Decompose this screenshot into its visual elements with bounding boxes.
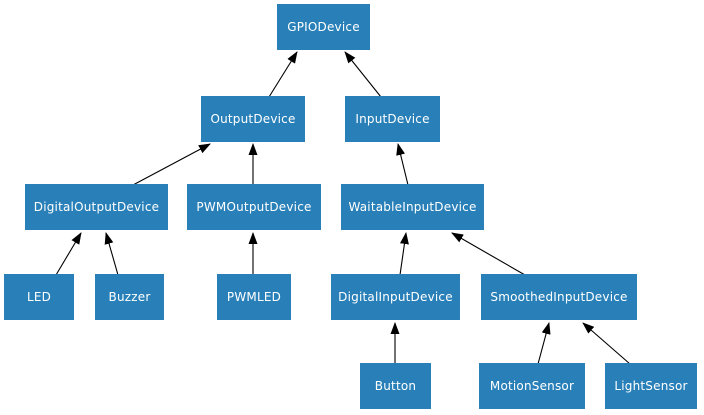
node-outputdevice-label: OutputDevice — [210, 111, 296, 126]
node-led[interactable]: LED — [4, 274, 74, 320]
node-gpiodevice[interactable]: GPIODevice — [277, 4, 370, 50]
node-outputdevice[interactable]: OutputDevice — [201, 96, 305, 142]
edge-motionsensor-smoothedinputdevice — [537, 322, 551, 365]
edge-buzzer-digitaloutputdevice — [104, 232, 119, 276]
node-gpiodevice-label: GPIODevice — [287, 19, 360, 34]
edge-lightsensor-smoothedinputdevice — [582, 322, 631, 365]
edge-smoothedinputdevice-waitableinputdevice — [451, 232, 526, 276]
node-buzzer[interactable]: Buzzer — [95, 274, 164, 320]
edge-waitableinputdevice-inputdevice — [396, 143, 409, 186]
node-inputdevice[interactable]: InputDevice — [345, 96, 440, 142]
node-digitalinputdevice[interactable]: DigitalInputDevice — [331, 274, 460, 320]
node-button-label: Button — [374, 378, 417, 393]
node-lightsensor-label: LightSensor — [614, 378, 688, 393]
node-motionsensor-label: MotionSensor — [489, 378, 575, 393]
node-pwmoutputdevice-label: PWMOutputDevice — [196, 199, 312, 214]
edge-led-digitaloutputdevice — [55, 232, 82, 276]
node-inputdevice-label: InputDevice — [355, 111, 430, 126]
node-waitableinputdevice-label: WaitableInputDevice — [348, 199, 477, 214]
node-waitableinputdevice[interactable]: WaitableInputDevice — [341, 184, 484, 230]
node-digitaloutputdevice-label: DigitalOutputDevice — [33, 199, 160, 214]
node-button[interactable]: Button — [360, 363, 431, 409]
edge-digitaloutputdevice-outputdevice — [132, 143, 211, 186]
node-smoothedinputdevice[interactable]: SmoothedInputDevice — [481, 274, 637, 320]
edge-inputdevice-gpiodevice — [344, 51, 382, 98]
node-lightsensor[interactable]: LightSensor — [605, 363, 697, 409]
node-pwmled-label: PWMLED — [226, 289, 282, 304]
node-pwmled[interactable]: PWMLED — [217, 274, 291, 320]
node-motionsensor[interactable]: MotionSensor — [479, 363, 585, 409]
edge-digitalinputdevice-waitableinputdevice — [399, 232, 409, 276]
node-smoothedinputdevice-label: SmoothedInputDevice — [490, 289, 628, 304]
node-buzzer-label: Buzzer — [108, 289, 151, 304]
node-digitaloutputdevice[interactable]: DigitalOutputDevice — [25, 184, 168, 230]
node-led-label: LED — [26, 289, 52, 304]
edge-outputdevice-gpiodevice — [268, 51, 298, 98]
node-digitalinputdevice-label: DigitalInputDevice — [338, 289, 453, 304]
node-pwmoutputdevice[interactable]: PWMOutputDevice — [187, 184, 321, 230]
